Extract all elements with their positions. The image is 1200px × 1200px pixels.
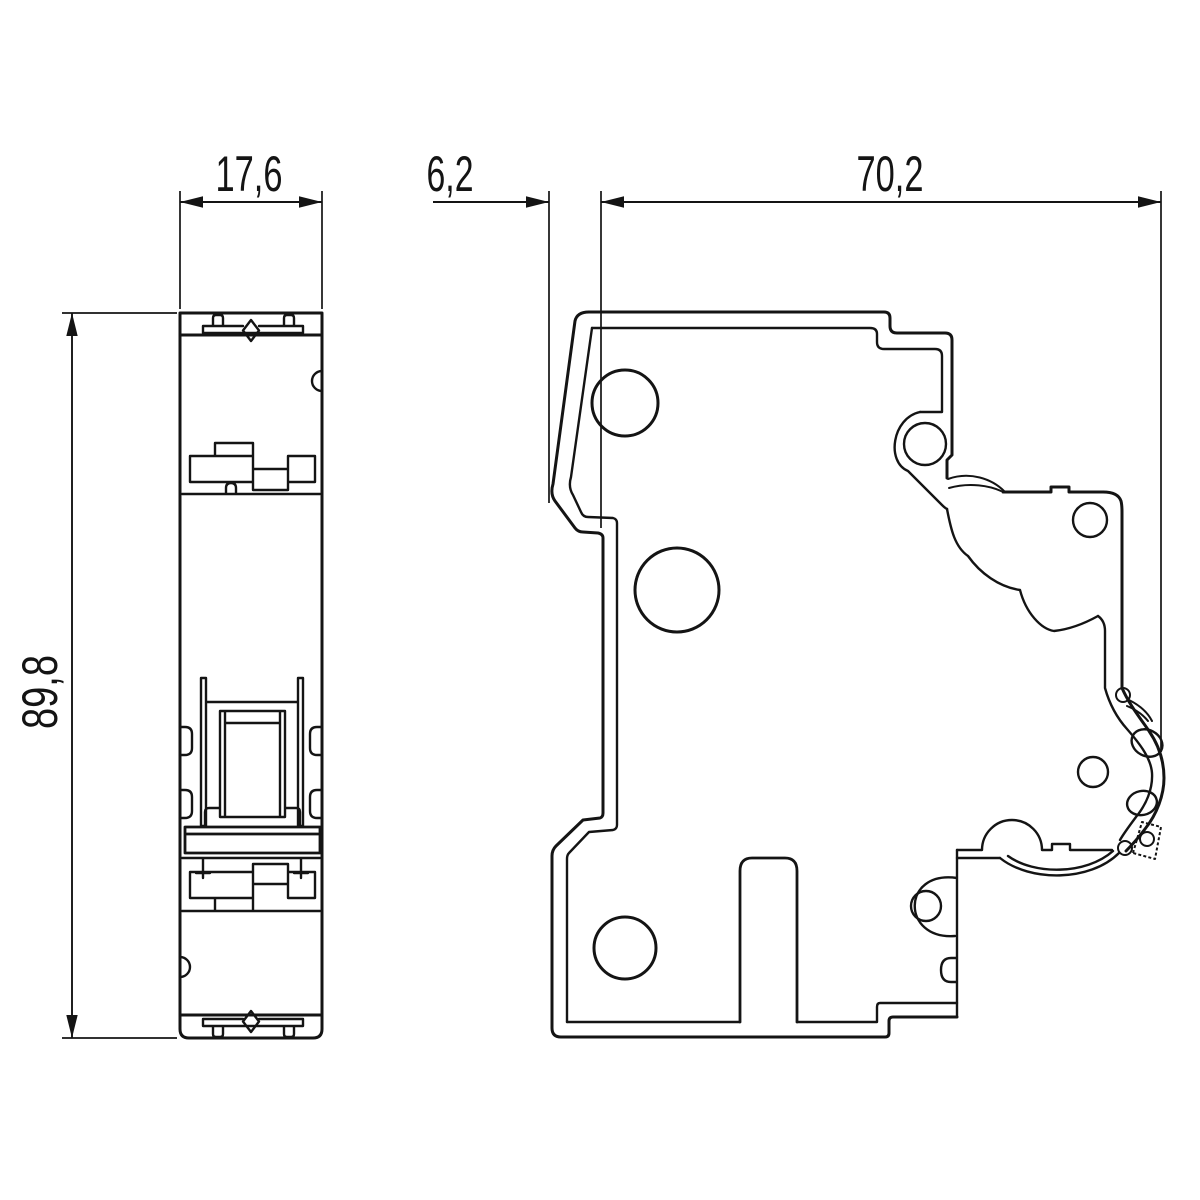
latch-hole-circle	[1139, 831, 1155, 847]
arrowhead-right-icon	[299, 196, 322, 208]
side-lower-shelf	[955, 818, 1114, 860]
side-inner-top-line	[590, 326, 944, 414]
side-scalloped-boundary	[945, 507, 1100, 633]
spring-pin-upper-circle	[1115, 687, 1131, 703]
side-top-right-edge	[1001, 485, 1105, 494]
dimension-label-depth: 70,2	[857, 146, 924, 202]
front-bottom-diamond-marker	[241, 1009, 261, 1034]
hole-top-circle	[590, 368, 660, 438]
front-lower-terminal-block	[180, 856, 322, 913]
screw-hole-lower-circle	[909, 889, 943, 923]
spring-pin-lower-circle	[1117, 840, 1133, 856]
front-top-screw-slot	[201, 313, 305, 335]
front-upper-terminal-block	[180, 441, 322, 496]
screw-hole-upper-circle	[902, 421, 948, 467]
extension-lines	[62, 191, 1162, 1039]
arrowhead-right-icon	[526, 196, 549, 208]
arrowhead-up-icon	[66, 313, 78, 336]
screw-hole-right-circle	[1071, 501, 1109, 539]
side-outline-front	[550, 310, 959, 1039]
front-toggle-assembly	[199, 676, 305, 828]
dimension-label-height: 89,8	[12, 655, 68, 729]
dimension-label-front-width: 17,6	[216, 146, 283, 202]
front-body-outline	[178, 311, 324, 1040]
dimension-label-toggle-projection: 6,2	[427, 146, 474, 202]
hole-middle-circle	[633, 546, 721, 634]
front-toggle-base-plate	[183, 825, 322, 855]
din-clip-tab-lower	[1125, 789, 1159, 817]
front-cap-lines	[178, 333, 324, 1017]
arrowhead-left-icon	[601, 196, 624, 208]
side-lever-inner-line	[565, 326, 619, 1024]
hole-bottom-circle	[592, 915, 658, 981]
side-spring-hook-mid	[1126, 699, 1153, 722]
side-rear-wall-inner	[1096, 614, 1154, 842]
side-terminal-slot	[738, 856, 799, 1024]
arrowhead-down-icon	[66, 1015, 78, 1038]
front-edge-semicircle-details	[178, 369, 324, 979]
side-inner-bottom-lines	[565, 1001, 959, 1024]
side-spring-hook-upper	[947, 474, 1005, 492]
side-clip-lower-arc	[998, 849, 1121, 877]
front-top-diamond-marker	[241, 318, 261, 343]
arrowhead-left-icon	[180, 196, 203, 208]
front-bottom-screw-slot	[201, 1017, 305, 1039]
front-view	[178, 311, 324, 1040]
arrowhead-right-icon	[1138, 196, 1161, 208]
side-outline-top	[587, 310, 954, 480]
din-clip-tab-upper	[1130, 728, 1164, 758]
side-lower-right-wall	[913, 848, 959, 1018]
side-upper-boss	[893, 410, 949, 511]
clip-pivot-circle	[1076, 755, 1110, 789]
front-side-notches	[178, 725, 324, 820]
side-view	[550, 310, 1166, 1039]
dimensions-layer: 17,6 6,2 70,2 89,8	[12, 146, 1162, 1039]
din-clip-latch-serrated	[1132, 821, 1162, 860]
